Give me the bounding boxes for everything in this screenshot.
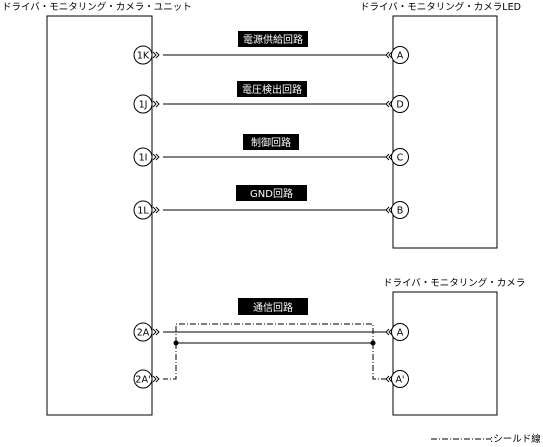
left-pin xyxy=(133,200,153,220)
connector-left xyxy=(152,328,160,336)
right-pin xyxy=(391,95,409,113)
shielded-circuit: 通信回路 2A 2A' A A' xyxy=(133,298,409,389)
splice-dot xyxy=(173,340,179,346)
left-pin-label: 1L xyxy=(137,206,149,217)
left-pin-label: 1I xyxy=(139,153,148,164)
right-pin xyxy=(391,46,409,64)
shield-line xyxy=(372,343,386,380)
connector-left xyxy=(152,51,160,59)
circuit-label: 電源供給回路 xyxy=(243,33,303,46)
circuit-label: 通信回路 xyxy=(253,301,293,314)
circuit-label-bg xyxy=(236,185,307,201)
right-pin-label: A' xyxy=(395,375,404,386)
legend-label: :シールド線 xyxy=(490,433,541,445)
connector-right xyxy=(385,328,393,336)
circuit-row: 1J D 電圧検出回路 xyxy=(133,81,409,114)
left-unit-title: ドライバ・モニタリング・カメラ・ユニット xyxy=(2,1,192,13)
circuit-row: 1K A 電源供給回路 xyxy=(133,31,409,65)
right-pin xyxy=(391,370,409,388)
circuit-label-bg xyxy=(238,298,308,315)
right-bottom-unit-box xyxy=(392,291,498,416)
left-pin xyxy=(133,369,153,389)
circuit-label-bg xyxy=(238,31,308,47)
right-bottom-unit-title: ドライバ・モニタリング・カメラ xyxy=(383,277,525,289)
circuit-label-bg xyxy=(243,134,299,150)
connector-right xyxy=(385,100,393,108)
splice-dot xyxy=(370,340,376,346)
legend: :シールド線 xyxy=(431,433,541,445)
right-pin-label: A xyxy=(397,51,404,62)
right-pin xyxy=(391,148,409,166)
left-unit-box xyxy=(46,15,153,416)
right-pin xyxy=(391,323,409,341)
shield-line xyxy=(163,343,177,380)
right-pin-label: C xyxy=(397,153,404,164)
right-pin xyxy=(391,201,409,219)
circuit-label-bg xyxy=(237,81,307,97)
left-pin-label: 2A' xyxy=(135,375,150,386)
connector-left xyxy=(152,375,160,383)
right-top-unit-box xyxy=(392,15,498,249)
left-pin-label: 2A xyxy=(137,328,150,339)
right-pin-label: A xyxy=(397,328,404,339)
right-pin-label: B xyxy=(397,206,404,217)
connector-right xyxy=(385,206,393,214)
connector-right xyxy=(385,153,393,161)
circuit-row: 1I C 制御回路 xyxy=(133,134,409,167)
right-pin-label: D xyxy=(396,100,403,111)
left-pin-label: 1K xyxy=(137,51,150,62)
connector-left xyxy=(152,100,160,108)
shield-line xyxy=(175,323,374,343)
left-pin xyxy=(133,94,153,114)
connector-right xyxy=(385,375,393,383)
left-pin-label: 1J xyxy=(139,100,148,111)
left-pin xyxy=(133,147,153,167)
circuit-label: 制御回路 xyxy=(251,136,291,149)
connector-left xyxy=(152,206,160,214)
circuit-row: 1L B GND回路 xyxy=(133,185,409,220)
circuit-label: GND回路 xyxy=(250,187,293,200)
circuit-label: 電圧検出回路 xyxy=(242,83,302,96)
right-top-unit-title: ドライバ・モニタリング・カメラLED xyxy=(360,1,521,13)
connector-right xyxy=(385,51,393,59)
left-pin xyxy=(133,322,153,342)
connector-left xyxy=(152,153,160,161)
left-pin xyxy=(133,45,153,65)
